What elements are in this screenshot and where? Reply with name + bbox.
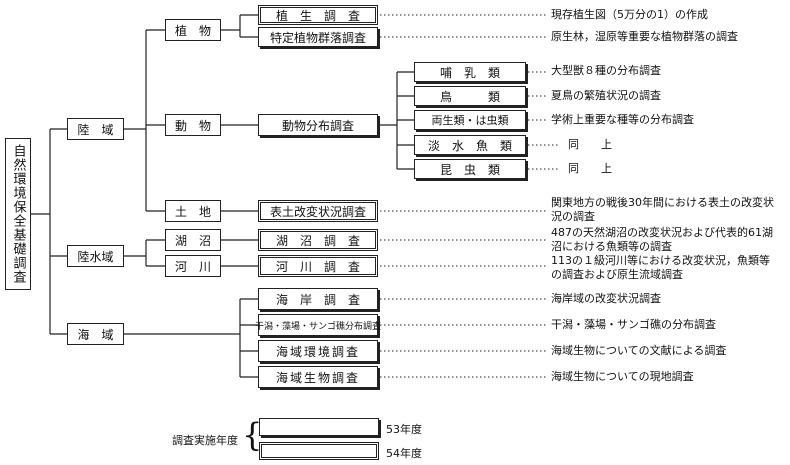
lake-survey-box: 湖 沼 調 査: [258, 229, 378, 251]
marine-env-box: 海域環境調査: [258, 340, 378, 362]
land-box: 陸 域: [67, 118, 124, 140]
rivers-box: 河 川: [165, 255, 221, 277]
mammals-box: 哺 乳 類: [414, 62, 526, 82]
legend-label-53: 53年度: [386, 423, 422, 436]
legend-brace: {: [242, 416, 263, 454]
legend-label-54: 54年度: [386, 447, 422, 460]
note-mammals: 大型獣８種の分布調査: [551, 64, 661, 77]
note-lake-2: 沼における魚類等の調査: [551, 240, 672, 253]
soil-box: 土 地: [165, 200, 221, 222]
legend-title: 調査実施年度: [172, 434, 238, 447]
plant-community-box: 特定植物群落調査: [258, 27, 378, 47]
vegetation-survey-box: 植 生 調 査: [258, 5, 378, 25]
note-vegetation-survey: 現存植生図（5万分の1）の作成: [551, 8, 708, 21]
note-topsoil-1: 関東地方の戦後30年間における表土の改変状: [551, 196, 774, 209]
inland-water-box: 陸水域: [67, 245, 124, 267]
legend-box-53: [259, 418, 379, 436]
river-survey-box: 河 川 調 査: [258, 255, 378, 277]
topsoil-box: 表土改変状況調査: [258, 200, 378, 222]
animals-box: 動 物: [165, 114, 221, 136]
note-marine-env: 海域生物についての文献による調査: [551, 344, 727, 357]
tidal-flat-box: 干潟・藻場・サンゴ礁分布調査: [255, 314, 381, 336]
note-coast-survey: 海岸域の改変状況調査: [551, 292, 661, 305]
note-amphibians: 学術上重要な種等の分布調査: [551, 113, 694, 126]
birds-box: 鳥 類: [414, 86, 526, 106]
root-box: 自然環境保全基礎調査: [5, 138, 31, 290]
note-birds: 夏鳥の繁殖状況の調査: [551, 89, 661, 102]
note-river-2: の調査および原生流域調査: [551, 268, 683, 281]
note-marine-bio: 海域生物についての現地調査: [551, 370, 694, 383]
amphibians-box: 両生類・は虫類: [414, 110, 526, 130]
animal-distribution-box: 動物分布調査: [258, 114, 378, 136]
insects-box: 昆 虫 類: [414, 159, 526, 179]
vegetation-box: 植 物: [165, 19, 221, 41]
sea-box: 海 域: [67, 323, 124, 345]
freshwater-fish-box: 淡 水 魚 類: [414, 135, 526, 155]
legend-box-54: [259, 442, 379, 460]
note-plant-community: 原生林，湿原等重要な植物群落の調査: [551, 30, 738, 43]
note-freshwater-fish: 同 上: [568, 138, 612, 151]
note-lake-1: 487の天然湖沼の改変状況および代表的61湖: [551, 226, 773, 239]
marine-bio-box: 海域生物調査: [258, 366, 378, 388]
note-river-1: 113の１級河川等における改変状況，魚類等: [551, 254, 770, 267]
note-topsoil-2: 況の調査: [551, 210, 595, 223]
lakes-box: 湖 沼: [165, 229, 221, 251]
coast-survey-box: 海 岸 調 査: [258, 288, 378, 310]
note-tidal-flat: 干潟・藻場・サンゴ礁の分布調査: [551, 318, 716, 331]
note-insects: 同 上: [568, 162, 612, 175]
